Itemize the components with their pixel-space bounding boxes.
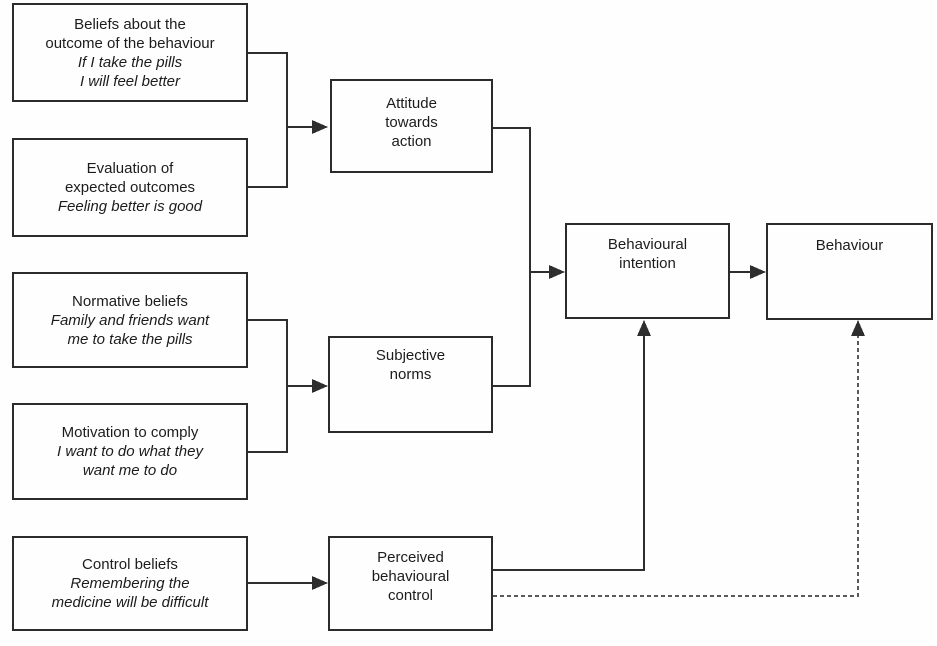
box-perceived-control: Perceived behavioural control <box>328 536 493 631</box>
text-line: Motivation to comply <box>61 424 199 441</box>
text-line: towards <box>385 114 438 131</box>
text-line: I want to do what they <box>57 443 203 460</box>
text-line: intention <box>619 255 676 272</box>
box-control-beliefs: Control beliefs Remembering the medicine… <box>12 536 248 631</box>
text-line: control <box>387 587 434 604</box>
box-beliefs-outcome: Beliefs about the outcome of the behavio… <box>12 3 248 102</box>
text-line: Evaluation of <box>86 160 174 177</box>
text-line: Feeling better is good <box>57 198 203 215</box>
arrowhead-into-subjective <box>312 379 328 393</box>
text-line: want me to do <box>82 462 178 479</box>
connector-normative-to-subjective <box>248 319 328 453</box>
connector-attitude-subjective-to-intention <box>493 127 565 387</box>
connector-intention-to-behaviour <box>730 265 766 279</box>
arrowhead-up-into-intention <box>637 320 651 336</box>
arrowhead-into-pbc <box>312 576 328 590</box>
text-line: behavioural <box>371 568 450 585</box>
box-behavioural-intention: Behavioural intention <box>565 223 730 319</box>
box-subjective-norms: Subjective norms <box>328 336 493 433</box>
text-line: norms <box>389 366 432 383</box>
text-line: Behavioural <box>607 236 688 253</box>
text-line: Attitude <box>386 95 437 112</box>
connector-pbc-to-behaviour-dashed <box>493 320 865 597</box>
text-line: me to take the pills <box>67 330 193 348</box>
text-line: medicine will be difficult <box>51 594 209 611</box>
arrowhead-into-attitude <box>312 120 328 134</box>
box-attitude: Attitude towards action <box>330 79 493 173</box>
text-line: Normative beliefs <box>72 292 188 310</box>
box-behaviour: Behaviour <box>766 223 933 320</box>
text-line: Remembering the <box>70 575 190 592</box>
text-line: Perceived <box>377 549 444 566</box>
text-line: expected outcomes <box>64 179 196 196</box>
text-line: Subjective <box>375 347 446 364</box>
arrowhead-up-into-behaviour <box>851 320 865 336</box>
text-line: Family and friends want <box>50 311 210 329</box>
text-line: I will feel better <box>79 72 181 90</box>
box-normative-beliefs: Normative beliefs Family and friends wan… <box>12 272 248 368</box>
connector-beliefs-to-attitude <box>248 52 328 188</box>
text-line: Control beliefs <box>82 556 178 573</box>
box-evaluation-outcomes: Evaluation of expected outcomes Feeling … <box>12 138 248 237</box>
text-line: action <box>391 133 432 150</box>
text-line: outcome of the behaviour <box>45 34 215 52</box>
arrowhead-into-intention <box>549 265 565 279</box>
text-line: Beliefs about the <box>74 15 186 33</box>
connector-pbc-to-intention <box>493 320 651 571</box>
text-line: If I take the pills <box>77 53 183 71</box>
arrowhead-into-behaviour <box>750 265 766 279</box>
text-line: Behaviour <box>815 237 884 254</box>
box-motivation-comply: Motivation to comply I want to do what t… <box>12 403 248 500</box>
connector-control-to-pbc <box>248 576 328 590</box>
